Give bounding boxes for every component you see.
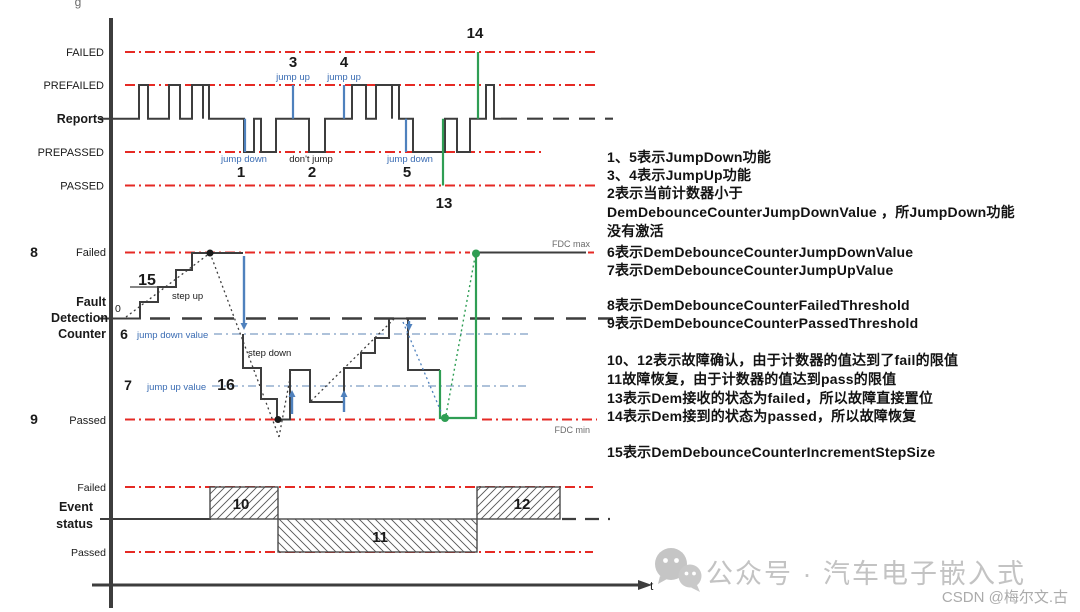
slope-dotted-down-2 — [402, 321, 443, 415]
jump-down-caption-5: jump down — [386, 154, 433, 165]
slope-dotted-up-3 — [310, 318, 395, 402]
dont-jump-caption: don't jump — [289, 154, 333, 165]
marker-10: 10 — [233, 496, 250, 513]
jump-down-arrow-2-head — [405, 324, 413, 331]
jump-up-caption-4: jump up — [326, 72, 361, 83]
watermark: 公众号 · 汽车电子嵌入式 CSDN @梅尔文.古 — [648, 544, 1080, 606]
fdc-max-caption: FDC max — [552, 239, 590, 249]
marker-4: 4 — [340, 54, 349, 71]
marker-12: 12 — [514, 496, 531, 513]
fdc-staircase-up — [111, 252, 243, 320]
reports-level-prepassed: PREPASSED — [38, 147, 104, 159]
marker-2: 2 — [308, 164, 316, 181]
time-axis-arrowhead — [638, 580, 652, 590]
wechat-icon — [655, 548, 702, 592]
fdc-level-passed: Passed — [69, 415, 106, 427]
event-axis-label-2: status — [56, 517, 93, 531]
marker-13: 13 — [436, 195, 453, 212]
reports-level-passed: PASSED — [60, 181, 104, 193]
jump-down-value-caption: jump down value — [136, 330, 208, 341]
marker-6: 6 — [120, 326, 128, 342]
marker-1: 1 — [237, 164, 245, 181]
reports-level-prefailed: PREFAILED — [43, 80, 104, 92]
event-axis-label-1: Event — [59, 500, 94, 514]
jump-down-arrow-1-head — [240, 323, 248, 330]
step-down-caption: step down — [248, 348, 291, 359]
marker-8: 8 — [30, 244, 38, 260]
step-up-caption: step up — [172, 291, 203, 302]
marker-3: 3 — [289, 54, 297, 71]
reports-waveform — [100, 84, 501, 153]
fdc-axis-label-3: Counter — [58, 327, 106, 341]
jump-up-arrow-2-head — [340, 390, 348, 397]
marker-14: 14 — [467, 25, 484, 42]
fdc-zero-label: 0 — [115, 303, 121, 315]
jump-down-caption-1: jump down — [220, 154, 267, 165]
marker-5: 5 — [403, 164, 411, 181]
marker-9: 9 — [30, 411, 38, 427]
event-level-passed: Passed — [71, 547, 106, 559]
watermark-text: 公众号 · 汽车电子嵌入式 — [706, 559, 1026, 589]
csdn-watermark-text: CSDN @梅尔文.古 — [941, 589, 1068, 606]
slope-dotted-up-2 — [278, 372, 292, 438]
fdc-axis-label-1: Fault — [76, 295, 107, 309]
marker-7: 7 — [124, 377, 132, 393]
time-axis-label: t — [650, 579, 654, 593]
event-failed-box-12 — [476, 486, 561, 520]
jump-up-caption-3: jump up — [275, 72, 310, 83]
fdc-level-failed: Failed — [76, 247, 106, 259]
jump-up-value-caption: jump up value — [146, 382, 206, 393]
marker-11: 11 — [372, 529, 388, 546]
slope-dotted-green-up — [445, 256, 476, 416]
marker-16: 16 — [217, 377, 235, 394]
fdc-min-green-dot — [441, 414, 449, 422]
cropped-title-fragment: g — [75, 0, 82, 9]
event-failed-box-10 — [209, 486, 279, 520]
event-passed-box-11 — [277, 518, 478, 553]
fdc-green-recovery-path — [438, 253, 478, 420]
fdc-min-caption: FDC min — [555, 425, 591, 435]
reports-axis-label: Reports — [57, 112, 104, 126]
fdc-failed-threshold-dot — [206, 249, 214, 257]
marker-15: 15 — [138, 272, 156, 289]
jump-up-arrow-1-head — [288, 390, 296, 397]
event-level-failed: Failed — [77, 482, 106, 494]
fdc-axis-label-2: Detection — [51, 311, 108, 325]
fdc-passed-threshold-dot — [274, 416, 282, 423]
reports-level-failed: FAILED — [66, 47, 104, 59]
fdc-max-green-dot — [472, 249, 480, 258]
